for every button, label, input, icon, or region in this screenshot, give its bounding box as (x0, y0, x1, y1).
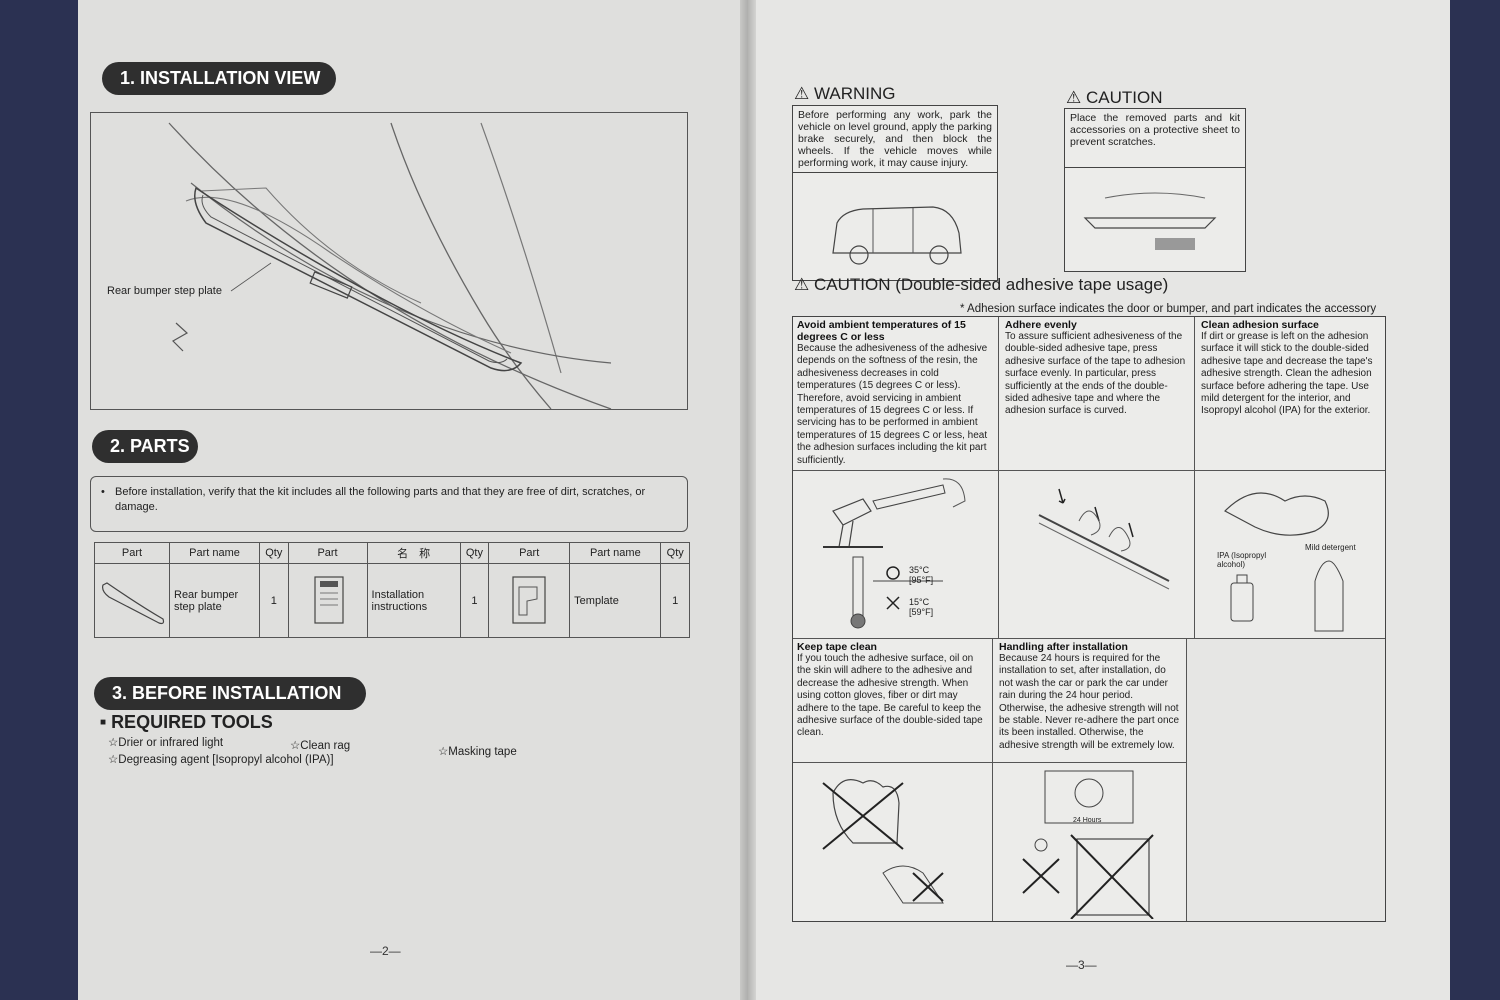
part-name-template: Template (569, 563, 662, 638)
warning-triangle-icon: ⚠ (794, 84, 810, 103)
cell-body: If dirt or grease is left on the adhesio… (1201, 331, 1373, 417)
template-icon (512, 575, 546, 624)
cell-title: Handling after installation (999, 641, 1128, 653)
book-spine-shadow (740, 0, 756, 1000)
adhesive-caution-title: CAUTION (Double-sided adhesive tape usag… (813, 275, 1169, 294)
right-page: ⚠ WARNING Before performing any work, pa… (748, 0, 1450, 1000)
header-part: Part (287, 542, 368, 564)
caution-title: CAUTION (1085, 88, 1163, 107)
tool-drier: ☆Drier or infrared light (108, 737, 224, 749)
temp-ng-label: 15°C [59°F] (909, 597, 934, 617)
instructions-icon (313, 575, 344, 624)
section-parts-title: 2. PARTS (92, 430, 198, 463)
heat-gun-thermometer-icon (823, 478, 966, 629)
square-bullet-icon: ■ (100, 717, 107, 728)
parts-note-box: • Before installation, verify that the k… (90, 476, 688, 532)
caution-triangle-icon: ⚠ (1066, 88, 1082, 107)
cell-body: Because the adhesiveness of the adhesive… (797, 343, 988, 466)
temperature-illustration: 35°C [95°F] 15°C [59°F] (793, 471, 999, 639)
cell-title: Avoid ambient temperatures of 15 degrees… (797, 319, 966, 343)
adhesive-caution-triangle-icon: ⚠ (794, 275, 810, 294)
cell-keep-tape-clean: Keep tape clean If you touch the adhesiv… (793, 639, 993, 763)
warning-box: Before performing any work, park the veh… (792, 105, 998, 281)
parts-note-text: Before installation, verify that the kit… (115, 486, 646, 513)
cell-title: Clean adhesion surface (1201, 319, 1319, 331)
header-part-name: 名 称 (366, 542, 461, 564)
parts-table: Part Part name Qty Part 名 称 Qty Part Par… (94, 542, 690, 638)
cell-body: To assure sufficient adhesiveness of the… (1005, 331, 1186, 417)
parts-on-sheet-illustration (1083, 192, 1217, 250)
parts-note: • Before installation, verify that the k… (101, 485, 677, 515)
qty-template: 1 (660, 563, 690, 638)
mild-detergent-label: Mild detergent (1305, 543, 1356, 552)
installation-view-box: Rear bumper step plate (90, 112, 688, 410)
part-name-instructions: Installation instructions (366, 563, 461, 638)
clean-surface-illustration: IPA (Isopropyl alcohol) Mild detergent (1195, 471, 1385, 639)
after-installation-illustration: 24 Hours (993, 763, 1187, 921)
cell-avoid-temperature: Avoid ambient temperatures of 15 degrees… (793, 317, 999, 471)
adhesive-caution-grid: Avoid ambient temperatures of 15 degrees… (792, 316, 1386, 922)
step-plate-thumbnail (94, 563, 170, 638)
adhesive-caution-heading: ⚠ CAUTION (Double-sided adhesive tape us… (794, 275, 1168, 295)
qty-step-plate: 1 (259, 563, 289, 638)
cell-adhere-evenly: Adhere evenly To assure sufficient adhes… (999, 317, 1195, 471)
template-thumbnail (488, 563, 571, 638)
keep-clean-illustration (793, 763, 993, 921)
adhere-evenly-illustration (999, 471, 1195, 639)
page-number-left: —2— (370, 944, 401, 958)
header-part: Part (488, 542, 571, 564)
caution-heading: ⚠ CAUTION (1066, 88, 1162, 108)
qty-instructions: 1 (459, 563, 490, 638)
required-tools-heading: ■ REQUIRED TOOLS (100, 712, 273, 733)
required-tools-title: REQUIRED TOOLS (111, 712, 273, 732)
header-part: Part (94, 542, 170, 564)
adhesion-surface-note: * Adhesion surface indicates the door or… (960, 303, 1377, 315)
cell-clean-surface: Clean adhesion surface If dirt or grease… (1195, 317, 1385, 471)
caution-box: Place the removed parts and kit accessor… (1064, 108, 1246, 272)
grid-blank-area (1187, 639, 1385, 763)
warning-title: WARNING (813, 84, 896, 103)
installation-illustration (168, 122, 612, 409)
rear-bumper-step-plate-label: Rear bumper step plate (107, 285, 222, 297)
grid-blank-area (1187, 763, 1385, 921)
part-name-step-plate: Rear bumper step plate (168, 563, 261, 638)
rain-car-crossed-icon (1022, 770, 1154, 919)
caution-text: Place the removed parts and kit accessor… (1065, 109, 1245, 168)
pressing-tape-icon (1038, 488, 1170, 590)
header-part-name: Part name (168, 542, 261, 564)
instructions-thumbnail (287, 563, 368, 638)
cell-handling-after-installation: Handling after installation Because 24 h… (993, 639, 1187, 763)
24-hours-label: 24 Hours (1073, 817, 1102, 824)
car-parked-illustration (832, 206, 962, 265)
cell-title: Keep tape clean (797, 641, 877, 653)
left-page: 1. INSTALLATION VIEW Rear bumper step pl… (78, 0, 748, 1000)
header-part-name: Part name (569, 542, 662, 564)
warning-text: Before performing any work, park the veh… (793, 106, 997, 173)
parts-table-header: Part Part name Qty Part 名 称 Qty Part Par… (94, 542, 690, 564)
header-qty: Qty (459, 542, 490, 564)
cleaning-bottles-icon (1224, 492, 1344, 632)
gloves-crossed-icon (822, 779, 944, 904)
cell-body: Because 24 hours is required for the ins… (999, 653, 1180, 751)
parts-table-row: Rear bumper step plate 1 Installation in… (94, 563, 690, 638)
cell-body: If you touch the adhesive surface, oil o… (797, 653, 983, 739)
page-number-right: —3— (1066, 958, 1097, 972)
section-before-installation-title: 3. BEFORE INSTALLATION (94, 677, 366, 710)
ipa-label: IPA (Isopropyl alcohol) (1217, 551, 1267, 569)
temp-ok-label: 35°C [95°F] (909, 565, 934, 585)
tool-clean-rag: ☆Clean rag (290, 740, 351, 752)
cell-title: Adhere evenly (1005, 319, 1077, 331)
bullet: • (101, 486, 105, 498)
header-qty: Qty (660, 542, 690, 564)
step-plate-icon (102, 581, 165, 624)
header-qty: Qty (259, 542, 289, 564)
tool-degreasing-agent: ☆Degreasing agent [Isopropyl alcohol (IP… (108, 754, 334, 766)
section-installation-view-title: 1. INSTALLATION VIEW (102, 62, 336, 95)
tool-masking-tape: ☆Masking tape (438, 746, 517, 758)
warning-heading: ⚠ WARNING (794, 84, 896, 104)
